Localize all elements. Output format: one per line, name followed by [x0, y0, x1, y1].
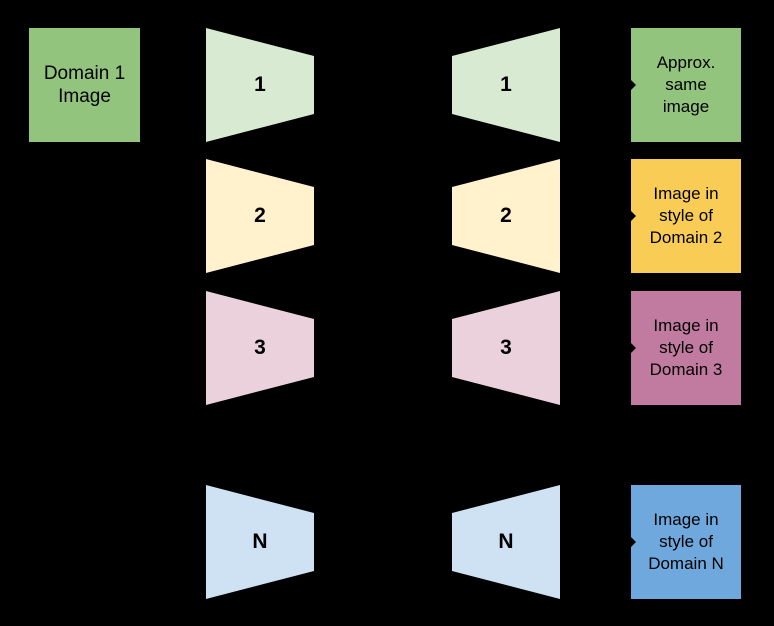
pipeline-row-2: 2 2 Image in style of Domain 2: [0, 159, 774, 273]
decoder-1: 1: [452, 28, 560, 142]
output-line: Approx.: [656, 53, 716, 72]
output-line: Image in: [653, 316, 719, 335]
output-line: style of: [659, 338, 713, 357]
encoder-trapezoid-icon: [206, 291, 314, 405]
encoder-3: 3: [206, 291, 314, 405]
encoder-1: 1: [206, 28, 314, 142]
decoder-label: 2: [500, 204, 512, 227]
arrowhead-icon: [631, 537, 636, 547]
output-line: Domain N: [648, 554, 724, 573]
arrowhead-icon: [631, 343, 636, 353]
arrowhead-icon: [631, 80, 636, 90]
decoder-trapezoid-icon: [452, 485, 560, 599]
decoder-2: 2: [452, 159, 560, 273]
encoder-trapezoid-icon: [206, 485, 314, 599]
decoder-trapezoid-icon: [452, 159, 560, 273]
decoder-trapezoid-icon: [452, 28, 560, 142]
output-box-1: Approx. same image: [631, 28, 741, 142]
output-box-3: Image in style of Domain 3: [631, 291, 741, 405]
output-line: Domain 3: [649, 360, 723, 379]
input-image-box: Domain 1 Image: [29, 28, 140, 142]
decoder-3: 3: [452, 291, 560, 405]
arrowhead-icon: [631, 211, 636, 221]
output-line: same: [665, 75, 707, 94]
output-line: style of: [659, 206, 713, 225]
encoder-label: 3: [254, 336, 266, 359]
encoder-label: 2: [254, 204, 266, 227]
encoder-trapezoid-icon: [206, 159, 314, 273]
decoder-label: 1: [500, 73, 512, 96]
input-image-label-line1: Domain 1: [43, 63, 126, 84]
input-image-label-line2: Image: [58, 86, 111, 107]
pipeline-row-3: 3 3 Image in style of Domain 3: [0, 291, 774, 405]
encoder-label: N: [252, 530, 268, 553]
pipeline-row-1: 1 1 Approx. same image: [0, 28, 774, 142]
output-line: Image in: [653, 510, 719, 529]
output-box-2: Image in style of Domain 2: [631, 159, 741, 273]
output-line: Domain 2: [649, 228, 723, 247]
decoder-label: 3: [500, 336, 512, 359]
encoder-label: 1: [254, 73, 266, 96]
encoder-n: N: [206, 485, 314, 599]
output-line: image: [662, 97, 710, 116]
encoder-2: 2: [206, 159, 314, 273]
output-line: style of: [659, 532, 713, 551]
decoder-label: N: [498, 530, 514, 553]
pipeline-row-n: N N Image in style of Domain N: [0, 485, 774, 599]
encoder-trapezoid-icon: [206, 28, 314, 142]
output-line: Image in: [653, 184, 719, 203]
decoder-n: N: [452, 485, 560, 599]
output-box-n: Image in style of Domain N: [631, 485, 741, 599]
decoder-trapezoid-icon: [452, 291, 560, 405]
